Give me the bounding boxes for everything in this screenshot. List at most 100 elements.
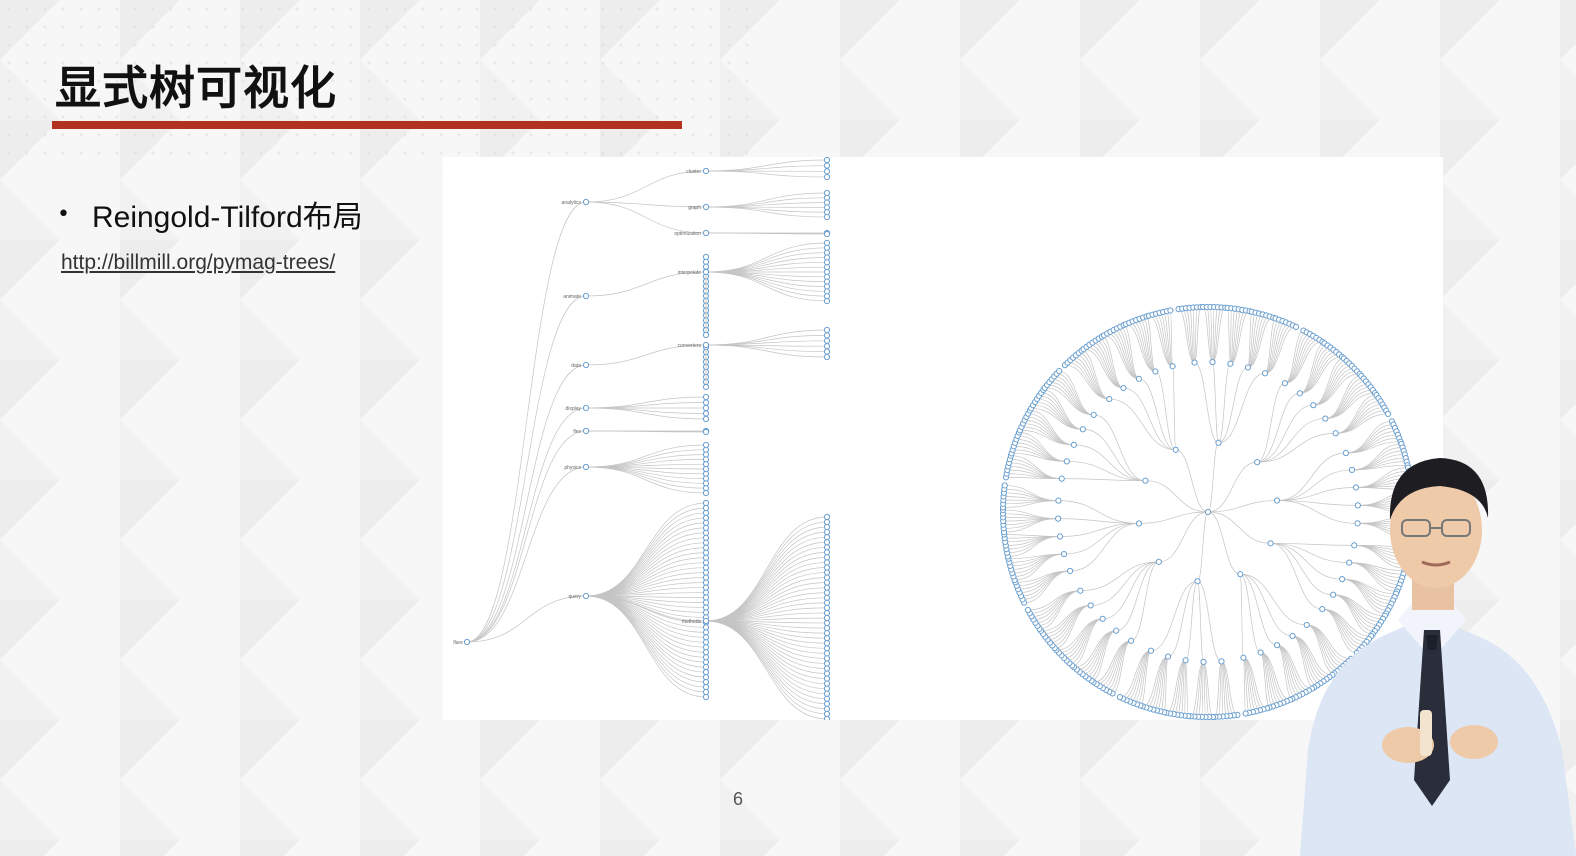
tree-node <box>823 670 831 677</box>
tree-edge <box>585 595 707 688</box>
tree-node <box>823 695 831 702</box>
tree-edge <box>1247 317 1274 368</box>
tree-node <box>1204 508 1212 516</box>
tree-node <box>702 688 710 696</box>
tree-edge <box>1197 580 1222 662</box>
tree-edge <box>705 572 828 622</box>
tree-node <box>1209 358 1216 366</box>
tree-node <box>702 674 710 681</box>
tree-edge <box>1333 594 1373 635</box>
bullet-text: Reingold-Tilford布局 <box>91 201 363 234</box>
tree-node-label: cluster <box>686 169 701 175</box>
tree-node <box>823 660 831 667</box>
tree-edge <box>585 344 707 366</box>
tree-node <box>1292 323 1300 330</box>
tree-node <box>1319 606 1326 613</box>
tree-node <box>1120 384 1127 392</box>
tree-node <box>823 332 831 339</box>
tree-node <box>1194 578 1201 585</box>
tree-node <box>1155 558 1162 565</box>
tree-node <box>823 630 831 637</box>
tree-node <box>582 463 590 471</box>
tree-edge <box>1257 432 1336 463</box>
tree-edge <box>1167 580 1198 657</box>
tree-edge <box>1277 469 1352 501</box>
tree-edge <box>1088 630 1117 679</box>
tree-edge <box>1072 618 1103 666</box>
tree-edge <box>585 454 707 468</box>
tree-edge <box>1150 580 1198 652</box>
tree-node <box>702 549 710 556</box>
tree-node <box>1348 466 1356 474</box>
tree-node <box>1322 415 1329 422</box>
tree-edge <box>1142 656 1169 707</box>
reference-link[interactable]: http://billmill.org/pymag-trees/ <box>61 251 336 274</box>
tree-edge <box>585 595 707 698</box>
tree-node <box>823 554 831 561</box>
tree-edge <box>1325 381 1367 419</box>
tree-edge <box>1017 435 1067 462</box>
tree-edge <box>1091 630 1117 682</box>
tree-edge <box>1299 349 1334 394</box>
tree-edge <box>705 271 828 292</box>
tree-edge <box>585 547 707 597</box>
tree-node <box>1242 710 1249 717</box>
tree-node <box>582 198 590 206</box>
tree-node <box>1273 642 1281 649</box>
tree-node <box>823 675 831 682</box>
tree-edge <box>585 407 707 414</box>
tree-edge <box>1240 573 1293 637</box>
tree-node <box>582 592 590 600</box>
tree-node <box>702 341 710 349</box>
tree-node <box>702 534 710 541</box>
tree-edge <box>1027 590 1081 611</box>
tree-edge <box>1041 392 1083 430</box>
tree-node <box>1342 449 1350 457</box>
tree-edge <box>1270 542 1350 563</box>
tree-node <box>702 539 710 546</box>
tree-edge <box>705 557 828 622</box>
tree-node <box>1339 576 1346 583</box>
tree-node <box>702 569 710 576</box>
dot-pattern <box>0 0 760 170</box>
tree-edge <box>1073 444 1146 482</box>
tree-node <box>823 710 831 718</box>
tree-edge <box>1003 518 1059 522</box>
tree-edge <box>1056 618 1103 651</box>
tree-edge <box>1299 347 1331 394</box>
tree-node <box>702 229 710 237</box>
tree-edge <box>1299 356 1342 394</box>
tree-edge <box>1054 605 1091 649</box>
tree-node <box>823 348 831 355</box>
tree-edge <box>705 552 828 622</box>
tree-node <box>1024 606 1032 614</box>
tree-node <box>823 564 831 571</box>
tree-edge <box>1194 362 1219 444</box>
tree-edge <box>1003 509 1059 519</box>
tree-node <box>702 393 710 401</box>
tree-edge <box>705 252 828 273</box>
tree-edge <box>1109 398 1176 451</box>
tree-node <box>1056 533 1064 540</box>
tree-node <box>1244 364 1252 371</box>
title-underline <box>52 121 682 129</box>
tree-node <box>1351 542 1358 549</box>
tree-node <box>823 173 831 181</box>
tree-node <box>823 650 831 657</box>
tree-edge <box>585 430 707 433</box>
tree-edge <box>1019 432 1067 462</box>
tree-edge <box>705 247 828 273</box>
tree-edge <box>1058 518 1139 524</box>
tree-node <box>823 574 831 581</box>
tree-edge <box>1270 542 1343 580</box>
tree-edge <box>1325 392 1376 419</box>
tree-edge <box>1313 358 1344 406</box>
tree-node <box>1346 559 1353 566</box>
tree-node-label: analytics <box>562 200 582 206</box>
tree-edge <box>1078 352 1110 400</box>
tree-node <box>823 534 831 541</box>
tree-node <box>823 343 831 350</box>
tree-edge <box>1184 659 1186 717</box>
tree-node <box>702 544 710 551</box>
